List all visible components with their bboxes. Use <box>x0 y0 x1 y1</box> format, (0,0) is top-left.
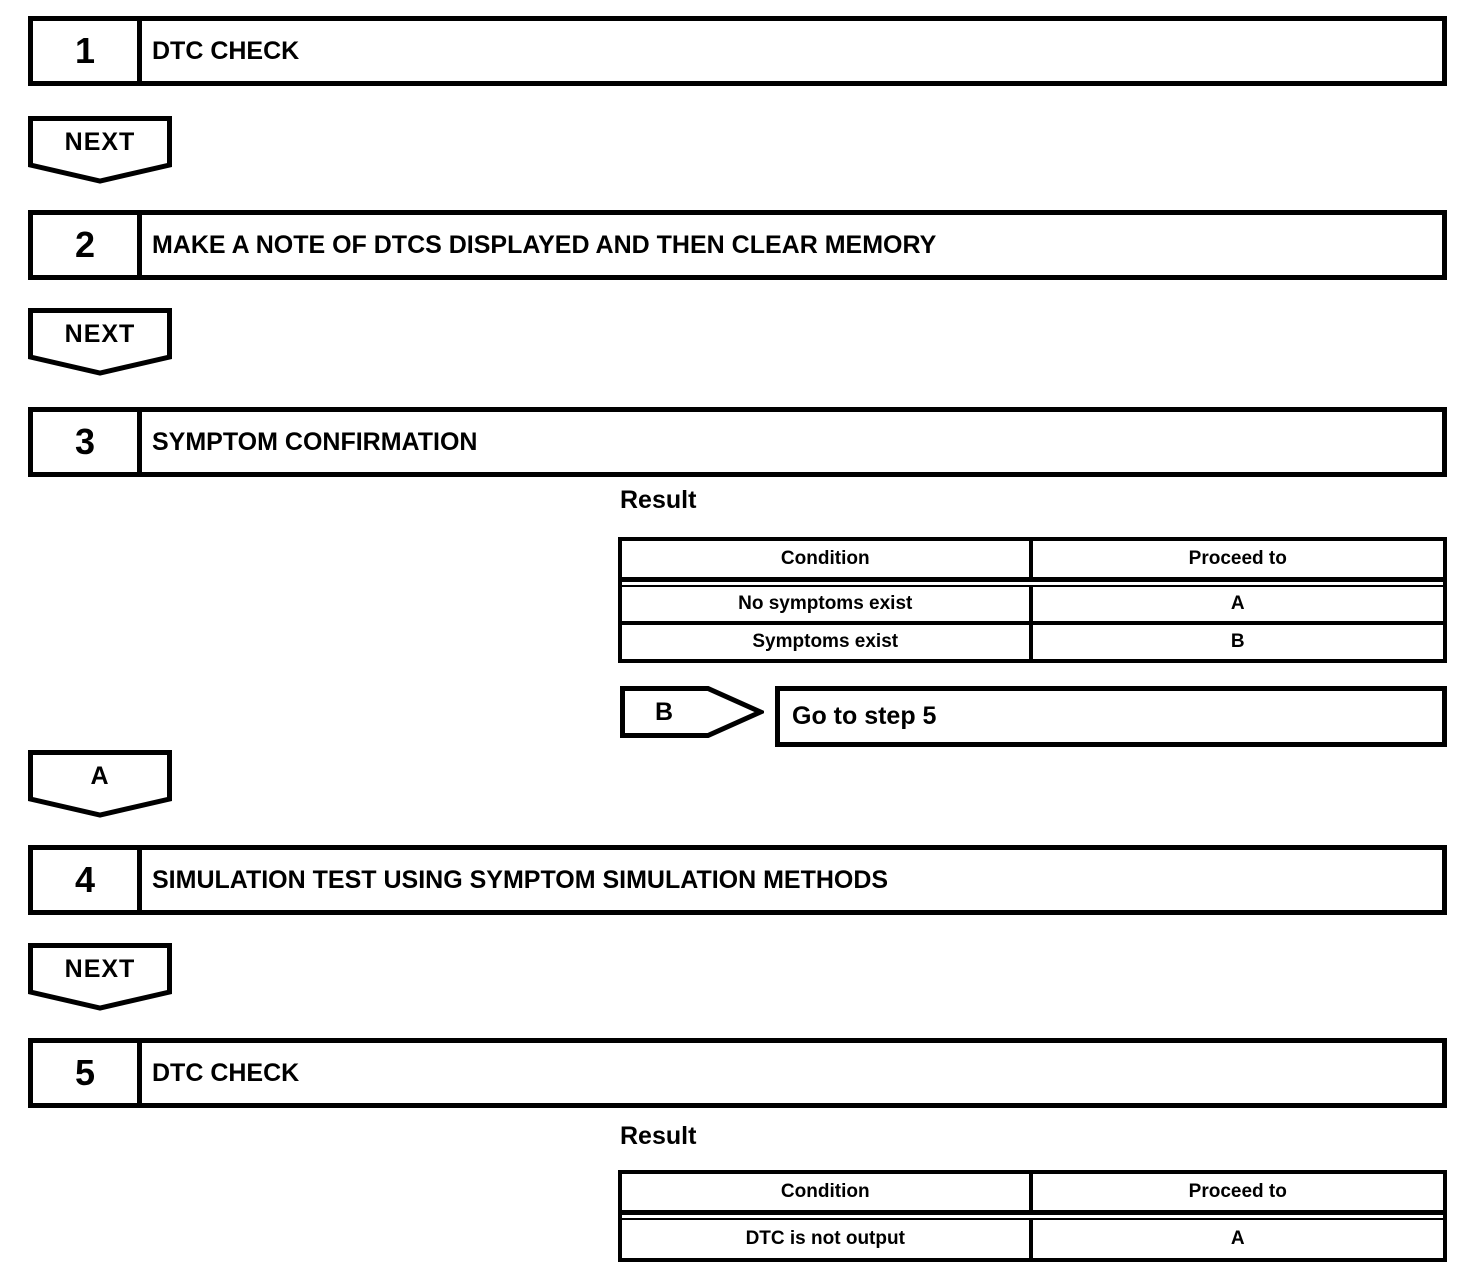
step-box-3: 3 SYMPTOM CONFIRMATION <box>28 407 1447 477</box>
step-box-2: 2 MAKE A NOTE OF DTCS DISPLAYED AND THEN… <box>28 210 1447 280</box>
step-number: 5 <box>33 1043 142 1103</box>
step-box-5: 5 DTC CHECK <box>28 1038 1447 1108</box>
condition-cell: DTC is not output <box>622 1220 1033 1258</box>
step-title: SIMULATION TEST USING SYMPTOM SIMULATION… <box>152 865 889 894</box>
step-title: SYMPTOM CONFIRMATION <box>152 427 478 456</box>
double-line-divider <box>622 582 1443 587</box>
step-box-4: 4 SIMULATION TEST USING SYMPTOM SIMULATI… <box>28 845 1447 915</box>
step-box-1: 1 DTC CHECK <box>28 16 1447 86</box>
result-table-1: Condition Proceed to No symptoms exist A… <box>618 537 1447 663</box>
proceed-cell: B <box>1230 631 1245 652</box>
header-condition: Condition <box>622 1174 1033 1210</box>
b-label: B <box>654 697 674 726</box>
condition-cell: Symptoms exist <box>622 625 1033 659</box>
double-line-divider <box>622 1215 1443 1220</box>
a-label: A <box>90 761 110 790</box>
result-table-header-row: Condition Proceed to <box>622 1174 1443 1215</box>
proceed-cell: A <box>1230 1228 1245 1249</box>
next-label: NEXT <box>64 127 136 156</box>
table-row: Symptoms exist B <box>622 625 1443 659</box>
down-pentagon-icon <box>28 116 172 184</box>
step-title: DTC CHECK <box>152 36 300 65</box>
table-row: DTC is not output A <box>622 1220 1443 1258</box>
next-label: NEXT <box>64 319 136 348</box>
result-label-1: Result <box>620 486 697 514</box>
goto-step-box: Go to step 5 <box>775 686 1447 747</box>
proceed-cell: A <box>1230 593 1245 614</box>
step-title: DTC CHECK <box>152 1058 300 1087</box>
b-connector: B <box>620 686 764 738</box>
result-table-header-row: Condition Proceed to <box>622 541 1443 582</box>
result-label-2: Result <box>620 1122 697 1150</box>
result-table-2: Condition Proceed to DTC is not output A <box>618 1170 1447 1262</box>
header-proceed-to: Proceed to <box>1188 1181 1287 1202</box>
right-arrow-pentagon-icon <box>620 686 764 738</box>
step-number: 2 <box>33 215 142 275</box>
a-connector: A <box>28 750 172 818</box>
down-pentagon-icon <box>28 308 172 376</box>
step-number: 1 <box>33 21 142 81</box>
down-pentagon-icon <box>28 750 172 818</box>
down-pentagon-icon <box>28 943 172 1011</box>
next-label: NEXT <box>64 954 136 983</box>
step-number: 3 <box>33 412 142 472</box>
table-row: No symptoms exist A <box>622 587 1443 625</box>
step-number: 4 <box>33 850 142 910</box>
next-connector-2: NEXT <box>28 308 172 376</box>
next-connector-3: NEXT <box>28 943 172 1011</box>
step-title: MAKE A NOTE OF DTCS DISPLAYED AND THEN C… <box>152 230 937 259</box>
header-proceed-to: Proceed to <box>1188 548 1287 569</box>
next-connector-1: NEXT <box>28 116 172 184</box>
header-condition: Condition <box>622 541 1033 577</box>
condition-cell: No symptoms exist <box>622 587 1033 621</box>
